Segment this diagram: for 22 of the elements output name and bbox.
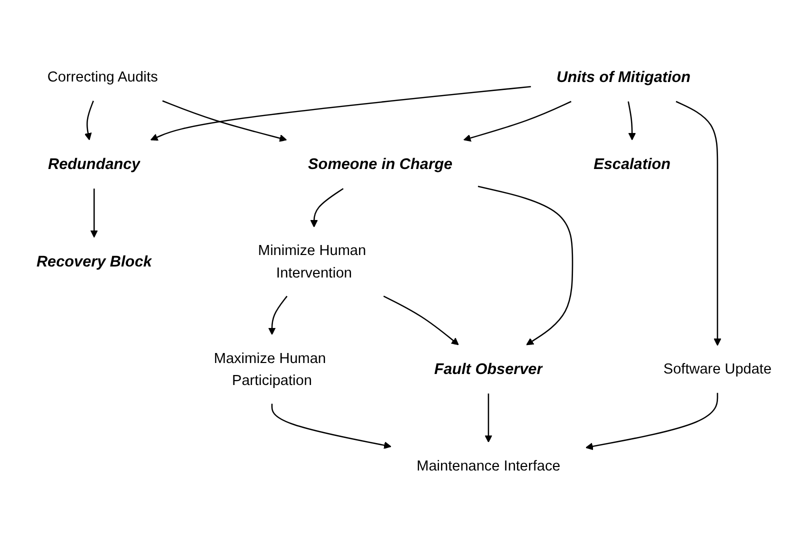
- arrow: [270, 404, 391, 450]
- arrow: [84, 100, 94, 141]
- node-text: Minimize Human Intervention: [257, 242, 366, 281]
- arrow: [627, 102, 636, 141]
- arrow: [477, 186, 573, 346]
- node-text: Escalation: [593, 156, 670, 173]
- node-text: Someone in Charge: [308, 156, 452, 173]
- arrow: [382, 296, 458, 346]
- arrow: [585, 393, 718, 450]
- arrow: [310, 188, 344, 228]
- node-text: Units of Mitigation: [556, 68, 690, 86]
- arrow: [162, 100, 286, 142]
- node-text: Maintenance Interface: [416, 458, 560, 474]
- arrow: [675, 101, 721, 346]
- arrow: [150, 86, 530, 141]
- arrow: [268, 296, 287, 336]
- node-text: Correcting Audits: [46, 69, 158, 86]
- arrow: [90, 188, 98, 238]
- node-text: Maximize Human Participation: [213, 350, 326, 388]
- node-text: Software Update: [662, 361, 772, 378]
- arrow: [462, 101, 571, 142]
- arrow: [484, 394, 492, 443]
